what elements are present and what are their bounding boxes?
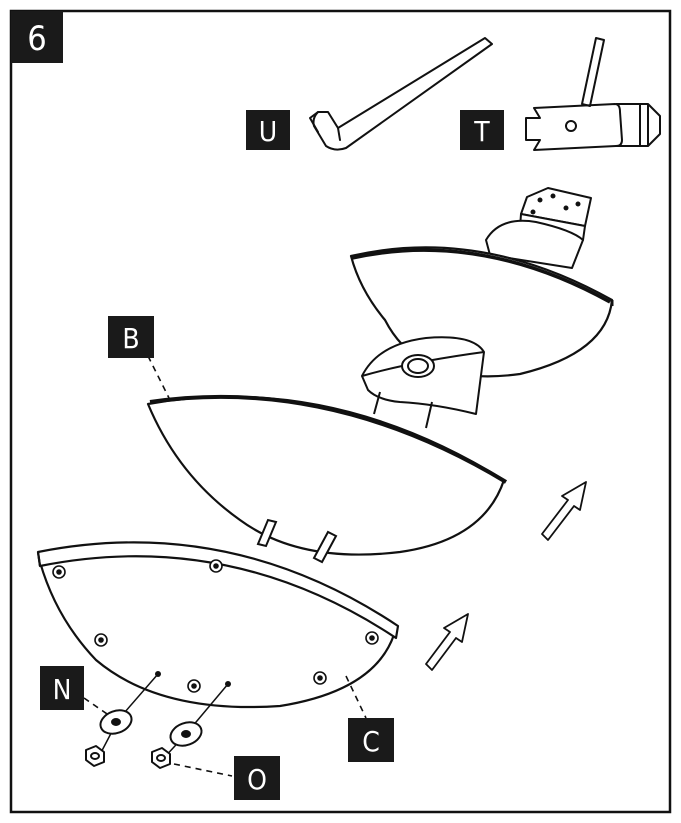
callout-o: O [173, 756, 280, 800]
middle-reflector-b [146, 394, 508, 556]
part-label-c: C [362, 725, 380, 758]
tool-label-u: U [246, 110, 290, 150]
part-label-n: N [53, 673, 72, 706]
rear-neck [485, 219, 584, 269]
hex-nut-icon [85, 745, 171, 769]
arrow-up-right-icon [541, 481, 587, 541]
tool-label-t: T [460, 110, 504, 150]
step-badge: 6 [11, 11, 63, 63]
step-number: 6 [27, 19, 46, 59]
callout-b: B [108, 316, 173, 405]
part-label-o: O [247, 763, 267, 796]
tool-label-t-text: T [473, 115, 490, 148]
arrow-up-right-icon [425, 613, 469, 671]
callout-c: C [345, 675, 394, 762]
socket-wrench-icon [525, 37, 661, 151]
center-collar [361, 336, 485, 429]
mounting-studs [256, 518, 338, 564]
washer-icon [99, 709, 203, 747]
hex-key-icon [309, 37, 493, 151]
callout-n: N [40, 666, 111, 717]
cover-screw-holes [52, 559, 379, 693]
tool-label-u-text: U [259, 115, 277, 148]
part-label-b: B [122, 322, 139, 355]
